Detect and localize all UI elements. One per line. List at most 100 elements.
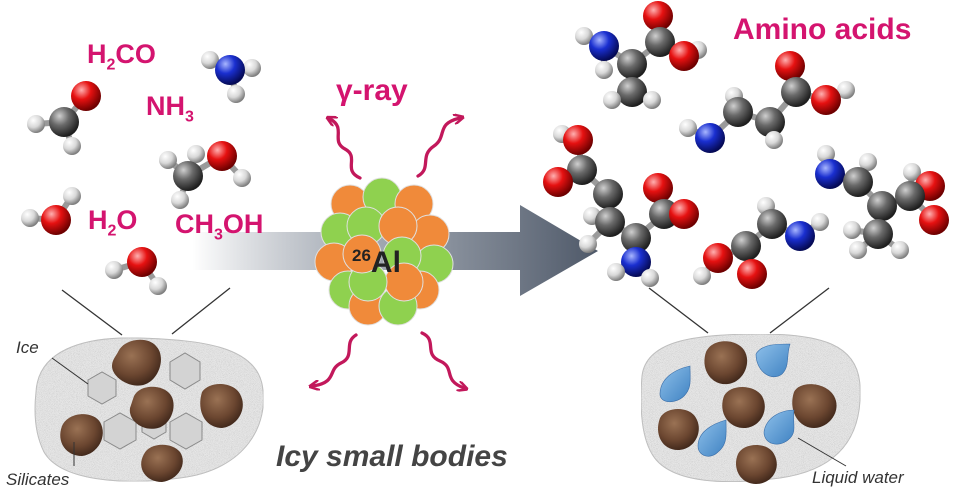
atom xyxy=(723,97,753,127)
atom xyxy=(563,125,593,155)
atom xyxy=(643,173,673,203)
amino-acid-molecule-icon xyxy=(693,197,829,289)
atom xyxy=(837,81,855,99)
atom xyxy=(215,55,245,85)
silicate-grains xyxy=(60,339,243,482)
label-silicates: Silicates xyxy=(6,470,70,489)
atom xyxy=(567,155,597,185)
atom xyxy=(227,85,245,103)
label-icy-small-bodies: Icy small bodies xyxy=(276,440,508,473)
label-nh3: NH3 xyxy=(146,91,194,126)
label-ch3oh: CH3OH xyxy=(175,209,264,244)
atom xyxy=(817,145,835,163)
atom xyxy=(579,235,597,253)
atom xyxy=(755,107,785,137)
atom xyxy=(785,221,815,251)
atom xyxy=(207,141,237,171)
atom xyxy=(71,81,101,111)
atom xyxy=(919,205,949,235)
connector-lines xyxy=(61,287,830,336)
atom xyxy=(575,27,593,45)
atom xyxy=(27,115,45,133)
atom xyxy=(757,209,787,239)
atom xyxy=(737,259,767,289)
atom xyxy=(867,191,897,221)
atom xyxy=(63,137,81,155)
atom xyxy=(849,241,867,259)
atom xyxy=(643,1,673,31)
atom xyxy=(617,77,647,107)
label-amino-acids: Amino acids xyxy=(733,13,912,46)
atom xyxy=(41,205,71,235)
atom xyxy=(891,241,909,259)
atom xyxy=(595,61,613,79)
atom xyxy=(903,163,921,181)
silicate-grains xyxy=(658,341,837,484)
atom xyxy=(815,159,845,189)
atom xyxy=(105,261,123,279)
atom xyxy=(695,123,725,153)
gamma-ray-arrow-icon xyxy=(313,333,358,386)
atom xyxy=(49,107,79,137)
atom xyxy=(641,269,659,287)
atom xyxy=(781,77,811,107)
atom xyxy=(731,231,761,261)
water-molecule-icon xyxy=(21,187,81,235)
atom xyxy=(63,187,81,205)
nucleus-icon xyxy=(314,177,454,326)
atom xyxy=(621,223,651,253)
atom xyxy=(589,31,619,61)
atom xyxy=(811,213,829,231)
atom xyxy=(607,263,625,281)
atom xyxy=(595,207,625,237)
gamma-ray-arrow-icon xyxy=(330,119,362,180)
label-gamma-ray: γ-ray xyxy=(336,74,408,107)
atom xyxy=(617,49,647,79)
atom xyxy=(765,131,783,149)
atom xyxy=(149,277,167,295)
atom xyxy=(171,191,189,209)
atom xyxy=(645,27,675,57)
formaldehyde-molecule-icon xyxy=(27,81,101,155)
atom xyxy=(621,247,651,277)
atom xyxy=(669,41,699,71)
atom xyxy=(643,91,661,109)
methanol-molecule-icon xyxy=(159,141,251,209)
atom xyxy=(603,91,621,109)
water-droplets xyxy=(659,343,795,457)
icy-body-right xyxy=(640,333,861,484)
atom xyxy=(187,145,205,163)
atom xyxy=(21,209,39,227)
gamma-ray-arrow-icon xyxy=(420,331,464,388)
label-ice: Ice xyxy=(16,338,39,357)
amino-acid-molecule-icon xyxy=(575,1,707,109)
atom xyxy=(843,221,861,239)
icy-body-left xyxy=(34,337,264,482)
label-isotope: 26Al xyxy=(352,246,401,279)
atom xyxy=(863,219,893,249)
amino-acid-molecule-icon xyxy=(679,51,855,153)
label-h2co: H2CO xyxy=(87,39,156,74)
atom xyxy=(679,119,697,137)
atom xyxy=(843,167,873,197)
atom xyxy=(669,199,699,229)
water-molecule-icon xyxy=(105,247,167,295)
atom xyxy=(775,51,805,81)
amino-acid-molecule-icon xyxy=(543,125,699,287)
amino-acid-molecule-icon xyxy=(815,145,949,259)
gamma-ray-arrow-icon xyxy=(416,118,460,178)
atom xyxy=(159,151,177,169)
atom xyxy=(859,153,877,171)
label-liquid-water: Liquid water xyxy=(812,468,904,487)
atom xyxy=(243,59,261,77)
atom xyxy=(127,247,157,277)
atom xyxy=(201,51,219,69)
atom xyxy=(173,161,203,191)
atom xyxy=(593,179,623,209)
atom xyxy=(233,169,251,187)
atom xyxy=(811,85,841,115)
label-h2o: H2O xyxy=(88,205,138,240)
atom xyxy=(703,243,733,273)
